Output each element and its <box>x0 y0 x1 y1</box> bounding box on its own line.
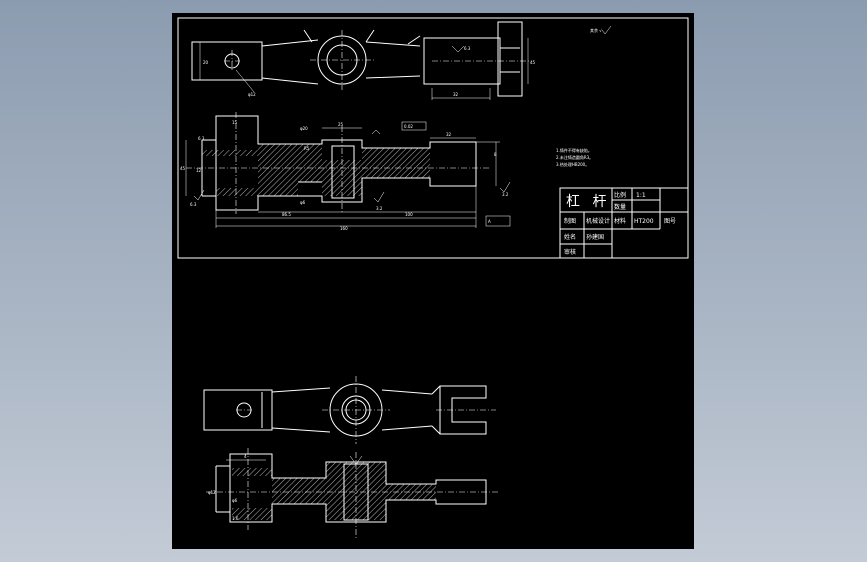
datum-frame: A <box>488 219 491 224</box>
dim-phi20: φ20 <box>300 126 308 131</box>
dim-lower-phi12: φ12 <box>208 490 216 495</box>
top-view-upper <box>191 21 530 100</box>
quantity-label: 数量 <box>614 203 626 211</box>
roughness-bottom-mid: 3.2 <box>376 206 383 211</box>
tech-note-3: 3.热处理HB200。 <box>556 161 589 167</box>
top-view-lower <box>203 376 496 444</box>
roughness-right: 3.2 <box>502 192 509 197</box>
scale-value: 1:1 <box>636 192 646 199</box>
dim-86-5: 86.5 <box>282 212 291 217</box>
name-value: 孙建国 <box>586 233 604 241</box>
roughness-bottom-left: 6.3 <box>190 202 197 207</box>
title-block <box>559 187 689 259</box>
drawn-label: 制图 <box>564 217 576 225</box>
dim-fork-width: 32 <box>453 92 459 97</box>
dim-fork-slot: 8 <box>494 152 497 157</box>
dim-boss-width: 25 <box>338 122 344 127</box>
roughness-symbol <box>601 25 612 35</box>
part-name: 杠 杆 <box>566 194 610 210</box>
dim-lower-phi6: φ6 <box>232 498 238 503</box>
tech-note-2: 2.未注铸造圆角R3。 <box>556 154 593 160</box>
drawing-sheet <box>172 13 694 549</box>
dim-left-boss: 15 <box>232 120 238 125</box>
dim-left-height: 20 <box>203 60 209 65</box>
material-value: HT200 <box>634 218 654 225</box>
dim-right-height: 45 <box>530 60 536 65</box>
roughness-note: 其余 √ <box>590 27 602 33</box>
roughness-left: 6.3 <box>198 136 205 141</box>
dim-hub-height: 12 <box>196 168 202 173</box>
drawn-value: 机械设计 <box>586 217 610 225</box>
review-label: 审核 <box>564 248 576 256</box>
dim-100: 100 <box>405 212 413 217</box>
name-label: 姓名 <box>564 233 576 241</box>
dim-r5: R5 <box>304 146 310 151</box>
section-view-lower <box>206 448 500 540</box>
material-label: 材料 <box>614 217 626 225</box>
drawing-no-label: 图号 <box>664 218 676 225</box>
tech-note-1: 1.铸件不得有缺陷。 <box>556 147 592 153</box>
dim-hole-diameter: φ12 <box>248 92 256 97</box>
drawing-frame <box>177 17 689 259</box>
section-view-upper <box>185 112 511 228</box>
dim-fork-length: 32 <box>446 132 452 137</box>
dim-section-height: 45 <box>180 166 186 171</box>
dim-160: 160 <box>340 226 348 231</box>
dim-lower-top: 4 <box>244 454 247 459</box>
tolerance-frame: 0.02 <box>404 124 413 129</box>
dim-phi6: φ6 <box>300 200 306 205</box>
scale-label: 比例 <box>614 191 626 199</box>
dim-lower-r: 1.6 <box>232 516 239 521</box>
roughness-top: 6.3 <box>464 46 471 51</box>
